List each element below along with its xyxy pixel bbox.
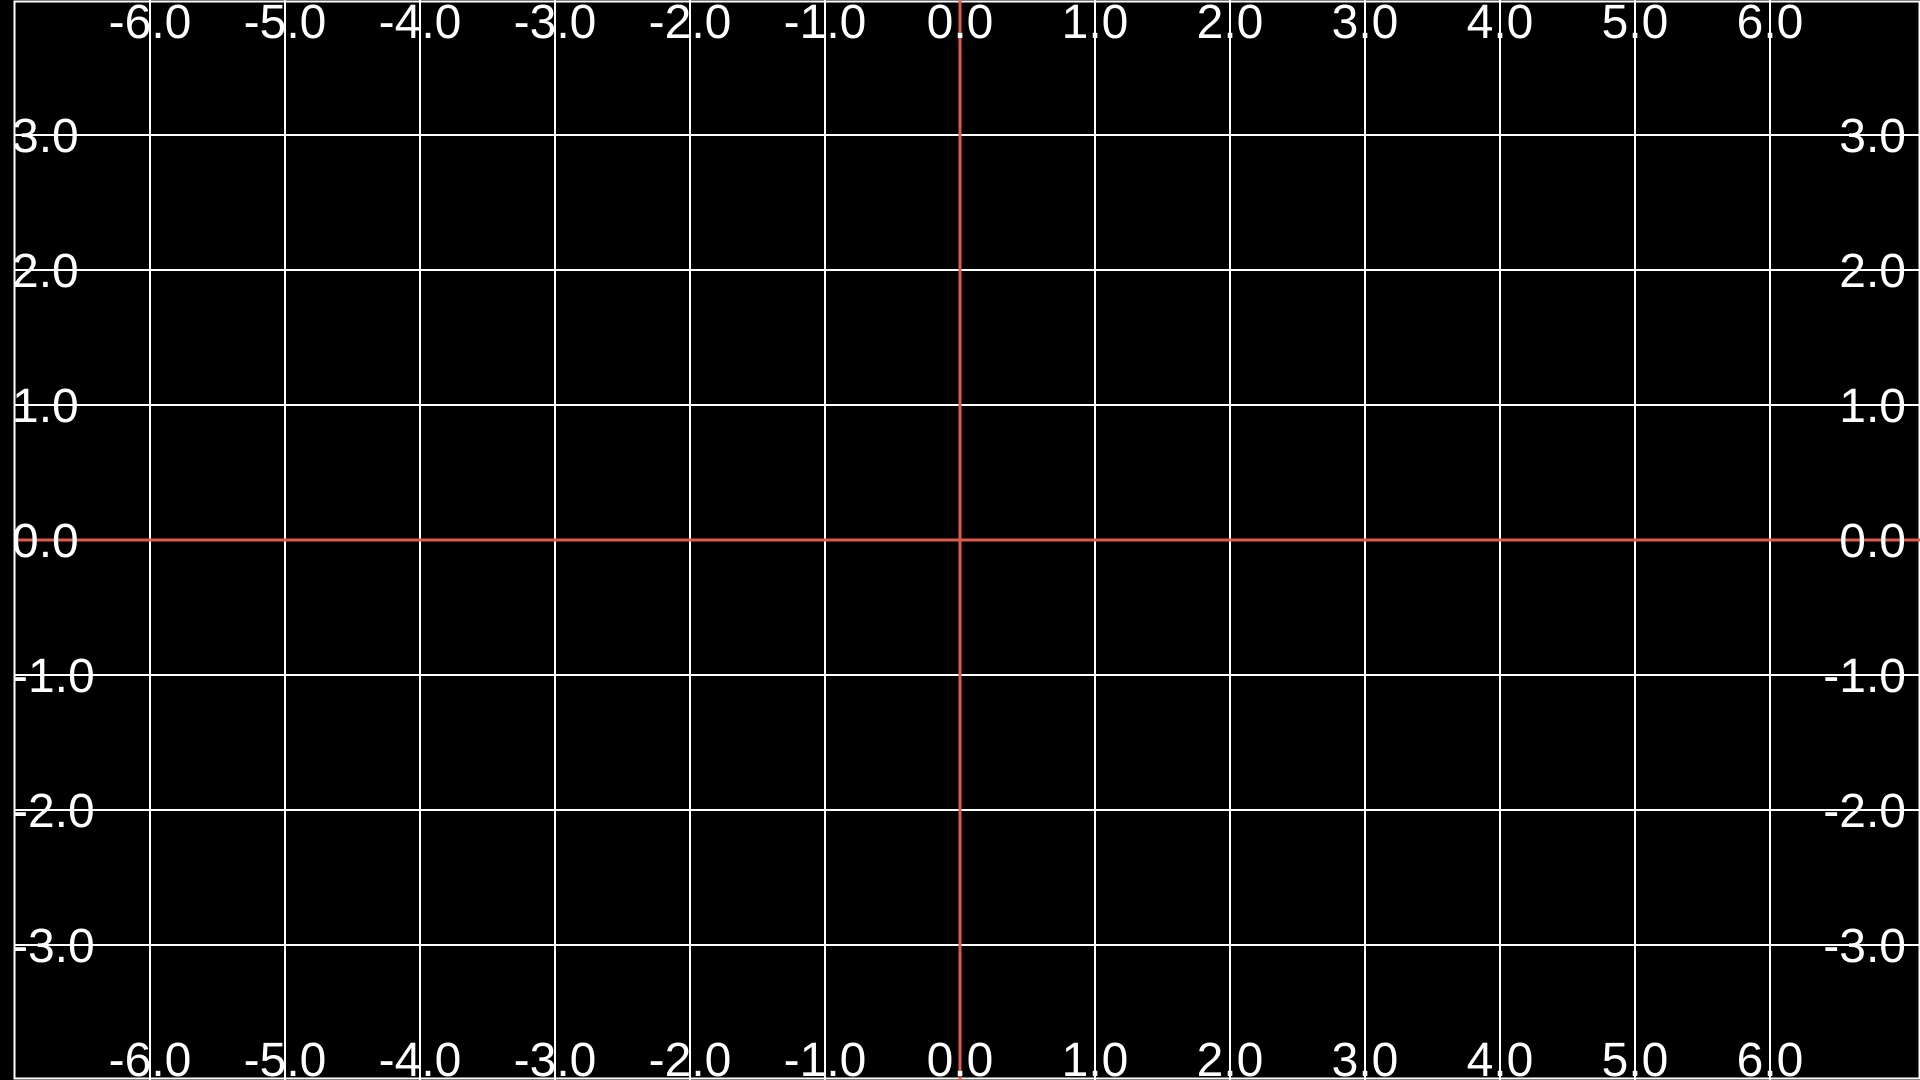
x-tick-label-bottom: -3.0: [514, 1034, 597, 1080]
y-tick-label-left: -1.0: [12, 650, 95, 703]
y-tick-label-right: -1.0: [1823, 650, 1906, 703]
x-tick-label-top: 1.0: [1062, 0, 1129, 49]
x-tick-label-bottom: 5.0: [1602, 1034, 1669, 1080]
x-tick-labels-top: -6.0 -5.0 -4.0 -3.0 -2.0 -1.0 0.0 1.0 2.0 3.0 4.0 5…: [109, 0, 1804, 49]
x-tick-label-top: 2.0: [1197, 0, 1264, 49]
y-tick-labels-right: 3.0 2.0 1.0 0.0 -1.0 -2.0 -3.0: [1823, 110, 1906, 973]
y-tick-label-right: 0.0: [1839, 515, 1906, 568]
x-tick-label-top: -1.0: [784, 0, 867, 49]
x-tick-label-top: -4.0: [379, 0, 462, 49]
y-tick-label-right: -2.0: [1823, 785, 1906, 838]
y-tick-labels-left: 3.0 2.0 1.0 0.0 -1.0 -2.0 -3.0: [12, 110, 95, 973]
x-tick-label-top: 0.0: [927, 0, 994, 49]
x-tick-label-bottom: 2.0: [1197, 1034, 1264, 1080]
x-tick-label-top: -3.0: [514, 0, 597, 49]
x-tick-labels-bottom: -6.0 -5.0 -4.0 -3.0 -2.0 -1.0 0.0 1.0 2.0 3.0 4.0 5…: [109, 1034, 1804, 1080]
x-tick-label-bottom: 0.0: [927, 1034, 994, 1080]
axis-lines: [14, 0, 1920, 1080]
y-tick-label-left: 1.0: [12, 380, 79, 433]
y-tick-label-left: -2.0: [12, 785, 95, 838]
y-tick-label-left: 3.0: [12, 110, 79, 163]
x-tick-label-top: 6.0: [1737, 0, 1804, 49]
y-tick-label-left: -3.0: [12, 920, 95, 973]
x-tick-label-bottom: -1.0: [784, 1034, 867, 1080]
y-tick-label-right: 3.0: [1839, 110, 1906, 163]
x-tick-label-top: 5.0: [1602, 0, 1669, 49]
y-tick-label-left: 0.0: [12, 515, 79, 568]
x-tick-label-bottom: 3.0: [1332, 1034, 1399, 1080]
x-tick-label-top: 3.0: [1332, 0, 1399, 49]
x-tick-label-top: -2.0: [649, 0, 732, 49]
y-tick-label-right: -3.0: [1823, 920, 1906, 973]
x-tick-label-bottom: -2.0: [649, 1034, 732, 1080]
x-tick-label-top: -5.0: [244, 0, 327, 49]
y-tick-label-right: 2.0: [1839, 245, 1906, 298]
x-tick-label-bottom: 6.0: [1737, 1034, 1804, 1080]
x-tick-label-bottom: 1.0: [1062, 1034, 1129, 1080]
y-tick-label-right: 1.0: [1839, 380, 1906, 433]
x-tick-label-top: 4.0: [1467, 0, 1534, 49]
x-tick-label-bottom: -6.0: [109, 1034, 192, 1080]
x-tick-label-bottom: -4.0: [379, 1034, 462, 1080]
x-tick-label-bottom: -5.0: [244, 1034, 327, 1080]
x-tick-label-bottom: 4.0: [1467, 1034, 1534, 1080]
y-tick-label-left: 2.0: [12, 245, 79, 298]
x-tick-label-top: -6.0: [109, 0, 192, 49]
